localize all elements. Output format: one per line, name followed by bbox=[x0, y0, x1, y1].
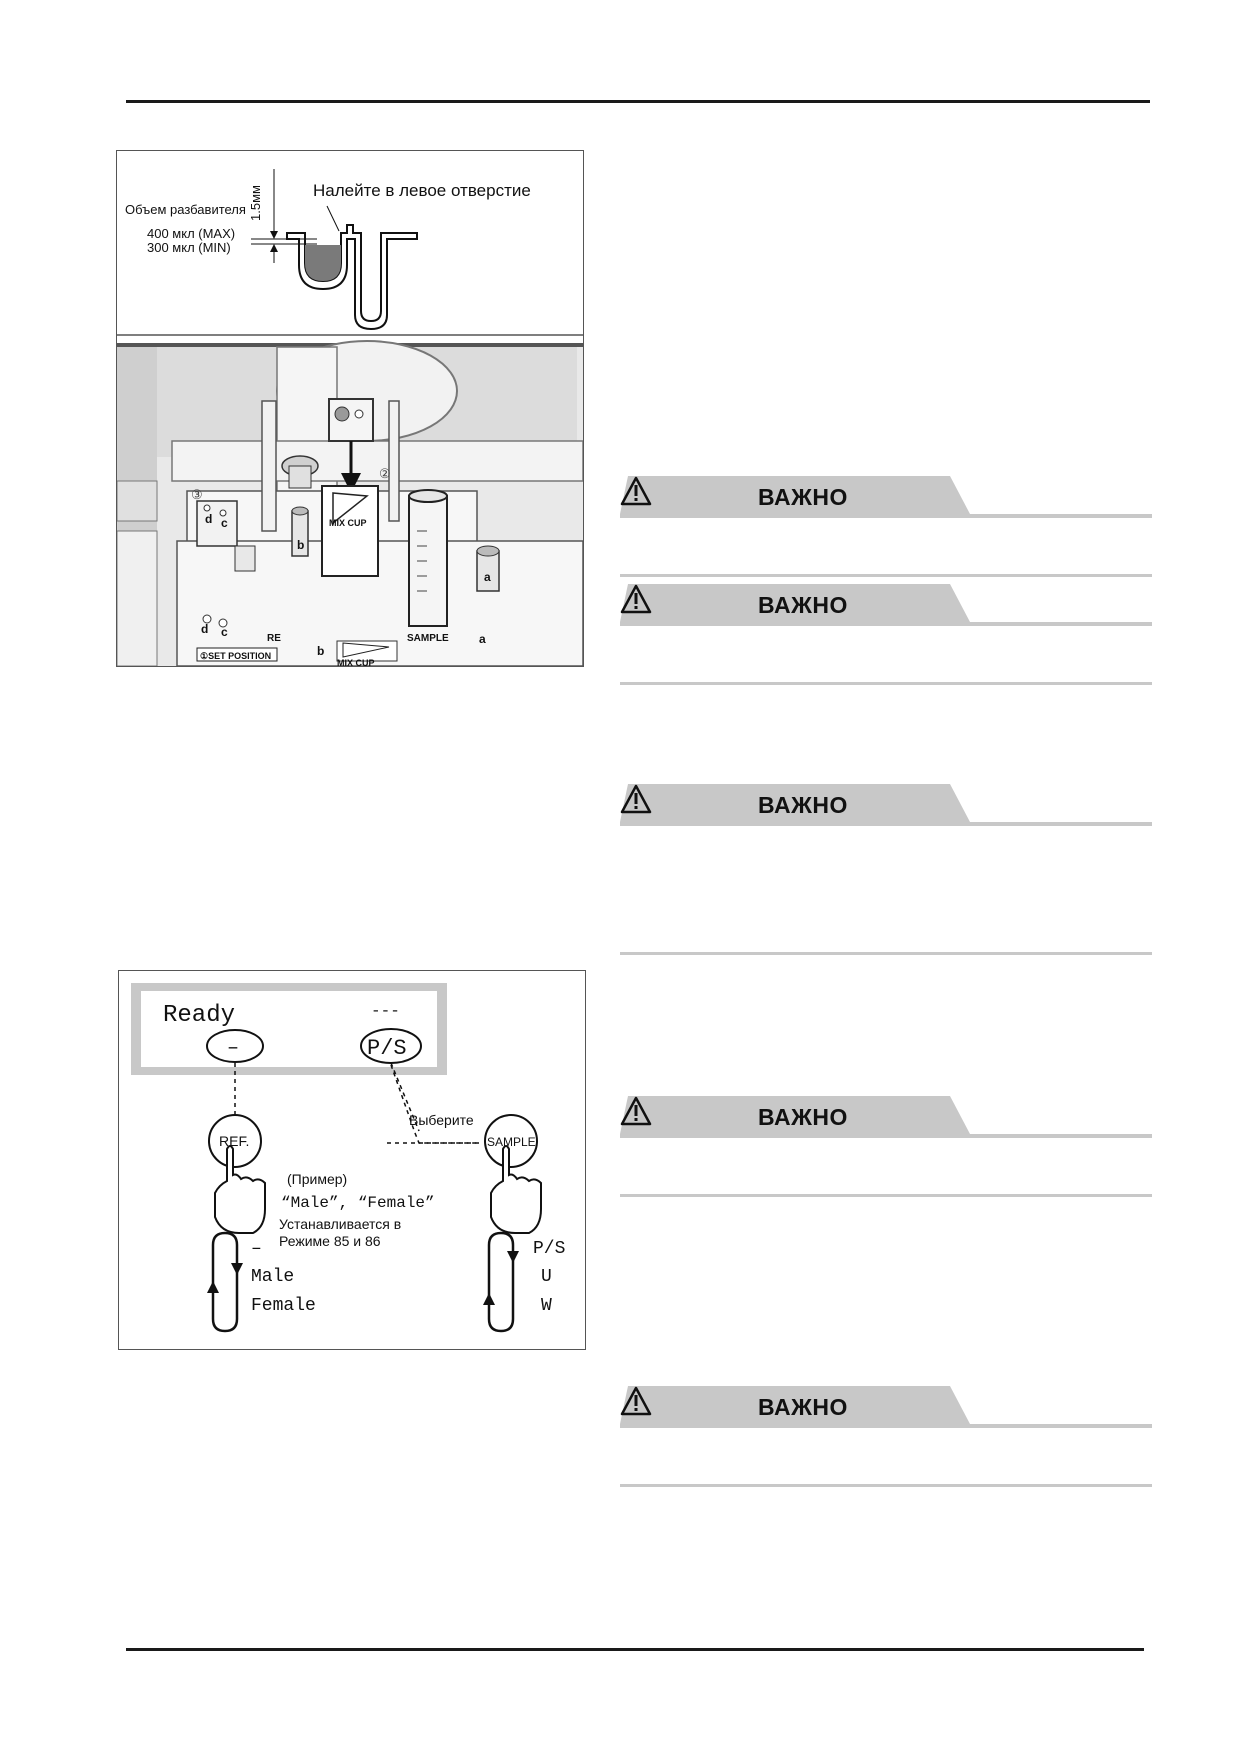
max-volume-label: 400 мкл (MAX) bbox=[147, 226, 235, 241]
important-label: ВАЖНО bbox=[758, 1104, 848, 1130]
important-label: ВАЖНО bbox=[758, 1394, 848, 1420]
mix-cup-bottom-label: MIX CUP bbox=[337, 658, 375, 666]
letter-d: d bbox=[205, 512, 212, 526]
right-list-item-2: W bbox=[541, 1296, 552, 1316]
warning-triangle-icon bbox=[620, 476, 652, 506]
ps-label: P/S bbox=[367, 1036, 407, 1061]
letter-c: c bbox=[221, 516, 228, 530]
ready-label: Ready bbox=[163, 1002, 235, 1029]
sample-button-label: SAMPLE bbox=[487, 1135, 536, 1149]
footer-rule bbox=[126, 1648, 1144, 1651]
ready-display-figure: Ready --- – P/S Выберите REF. SAMPLE (Пр… bbox=[118, 970, 586, 1350]
important-banner-5: ВАЖНО bbox=[620, 1386, 1152, 1487]
set-position-label: ①SET POSITION bbox=[200, 651, 271, 661]
left-list-item-2: Female bbox=[251, 1296, 316, 1316]
warning-triangle-icon bbox=[620, 784, 652, 814]
re-label: RE bbox=[267, 633, 281, 644]
mix-cup-label: MIX CUP bbox=[329, 518, 367, 528]
minus-label: – bbox=[227, 1037, 239, 1060]
letter-b-bottom: b bbox=[317, 644, 324, 658]
letter-a: a bbox=[484, 570, 491, 584]
warning-triangle-icon bbox=[620, 584, 652, 614]
left-list-item-1: Male bbox=[251, 1267, 294, 1287]
banner-divider bbox=[620, 952, 1152, 955]
important-banner-4: ВАЖНО bbox=[620, 1096, 1152, 1197]
left-list-item-0: – bbox=[251, 1239, 262, 1259]
dashes-label: --- bbox=[371, 1002, 400, 1020]
fill-left-hole-label: Налейте в левое отверстие bbox=[313, 181, 531, 200]
circle-2-label: ② bbox=[379, 466, 391, 481]
male-female-quote: “Male”, “Female” bbox=[281, 1194, 435, 1212]
letter-b: b bbox=[297, 538, 304, 552]
min-volume-label: 300 мкл (MIN) bbox=[147, 240, 231, 255]
dimension-label: 1.5мм bbox=[248, 185, 263, 221]
banner-divider bbox=[620, 682, 1152, 685]
important-banner-2: ВАЖНО bbox=[620, 584, 1152, 685]
banner-divider bbox=[620, 1484, 1152, 1487]
letter-a-bottom: a bbox=[479, 632, 486, 646]
letter-d-bottom: d bbox=[201, 622, 208, 636]
ref-button-label: REF. bbox=[219, 1133, 249, 1149]
header-rule bbox=[126, 100, 1150, 103]
diluent-figure: Налейте в левое отверстие Объем разбавит… bbox=[116, 150, 584, 667]
right-list-item-1: U bbox=[541, 1267, 552, 1287]
example-label: (Пример) bbox=[287, 1171, 347, 1187]
important-label: ВАЖНО bbox=[758, 484, 848, 510]
setup-line-1: Устанавливается в bbox=[279, 1216, 401, 1232]
sample-label: SAMPLE bbox=[407, 633, 449, 644]
important-label: ВАЖНО bbox=[758, 592, 848, 618]
right-list-item-0: P/S bbox=[533, 1239, 565, 1259]
setup-line-2: Режиме 85 и 86 bbox=[279, 1233, 381, 1249]
circle-3-label: ③ bbox=[191, 487, 203, 502]
select-label: Выберите bbox=[409, 1112, 474, 1128]
important-banner-1: ВАЖНО bbox=[620, 476, 1152, 577]
banner-divider bbox=[620, 574, 1152, 577]
warning-triangle-icon bbox=[620, 1386, 652, 1416]
important-label: ВАЖНО bbox=[758, 792, 848, 818]
diluent-volume-label: Объем разбавителя bbox=[125, 202, 246, 217]
warning-triangle-icon bbox=[620, 1096, 652, 1126]
important-banner-3: ВАЖНО bbox=[620, 784, 1152, 955]
letter-c-bottom: c bbox=[221, 625, 228, 639]
banner-divider bbox=[620, 1194, 1152, 1197]
